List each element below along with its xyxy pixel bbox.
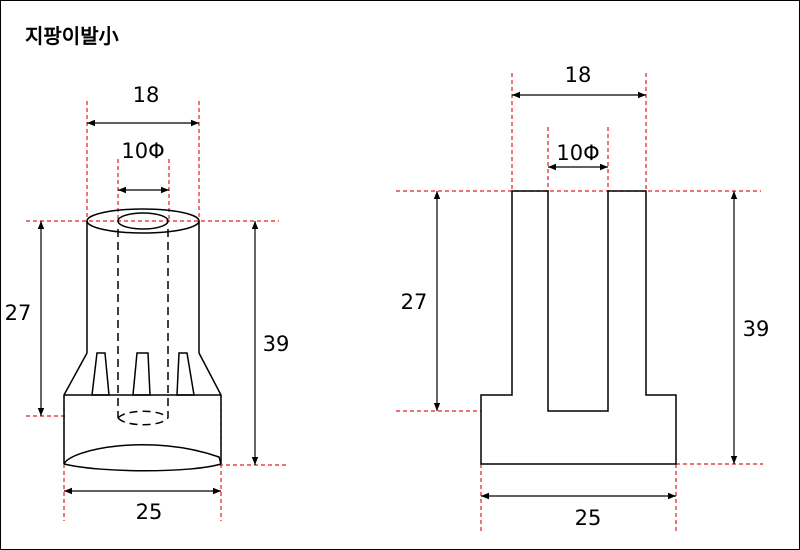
- right-total-height-label: 39: [743, 317, 770, 341]
- right-base-width-label: 25: [575, 506, 602, 530]
- drawing-title: 지팡이발小: [25, 24, 119, 48]
- right-body-height-label: 27: [401, 290, 428, 314]
- right-section-outline: [480, 190, 677, 465]
- left-base-width-label: 25: [136, 500, 163, 524]
- right-view: 18 10Φ 27 39 25: [396, 63, 769, 531]
- left-hole-diameter-label: 10Φ: [121, 139, 164, 163]
- right-dimension-lines: [433, 91, 738, 500]
- right-top-width-label: 18: [565, 63, 592, 87]
- left-body-height-label: 27: [5, 301, 32, 325]
- left-hidden-bore: [117, 229, 169, 426]
- left-dimension-lines: [37, 119, 259, 495]
- left-guide-lines: [26, 101, 286, 521]
- left-body-outline: [63, 208, 222, 472]
- left-view: 18 10Φ 27 39 25: [5, 83, 290, 524]
- right-guide-lines: [396, 73, 763, 531]
- right-hole-diameter-label: 10Φ: [556, 141, 599, 165]
- left-top-width-label: 18: [133, 83, 160, 107]
- left-total-height-label: 39: [263, 332, 290, 356]
